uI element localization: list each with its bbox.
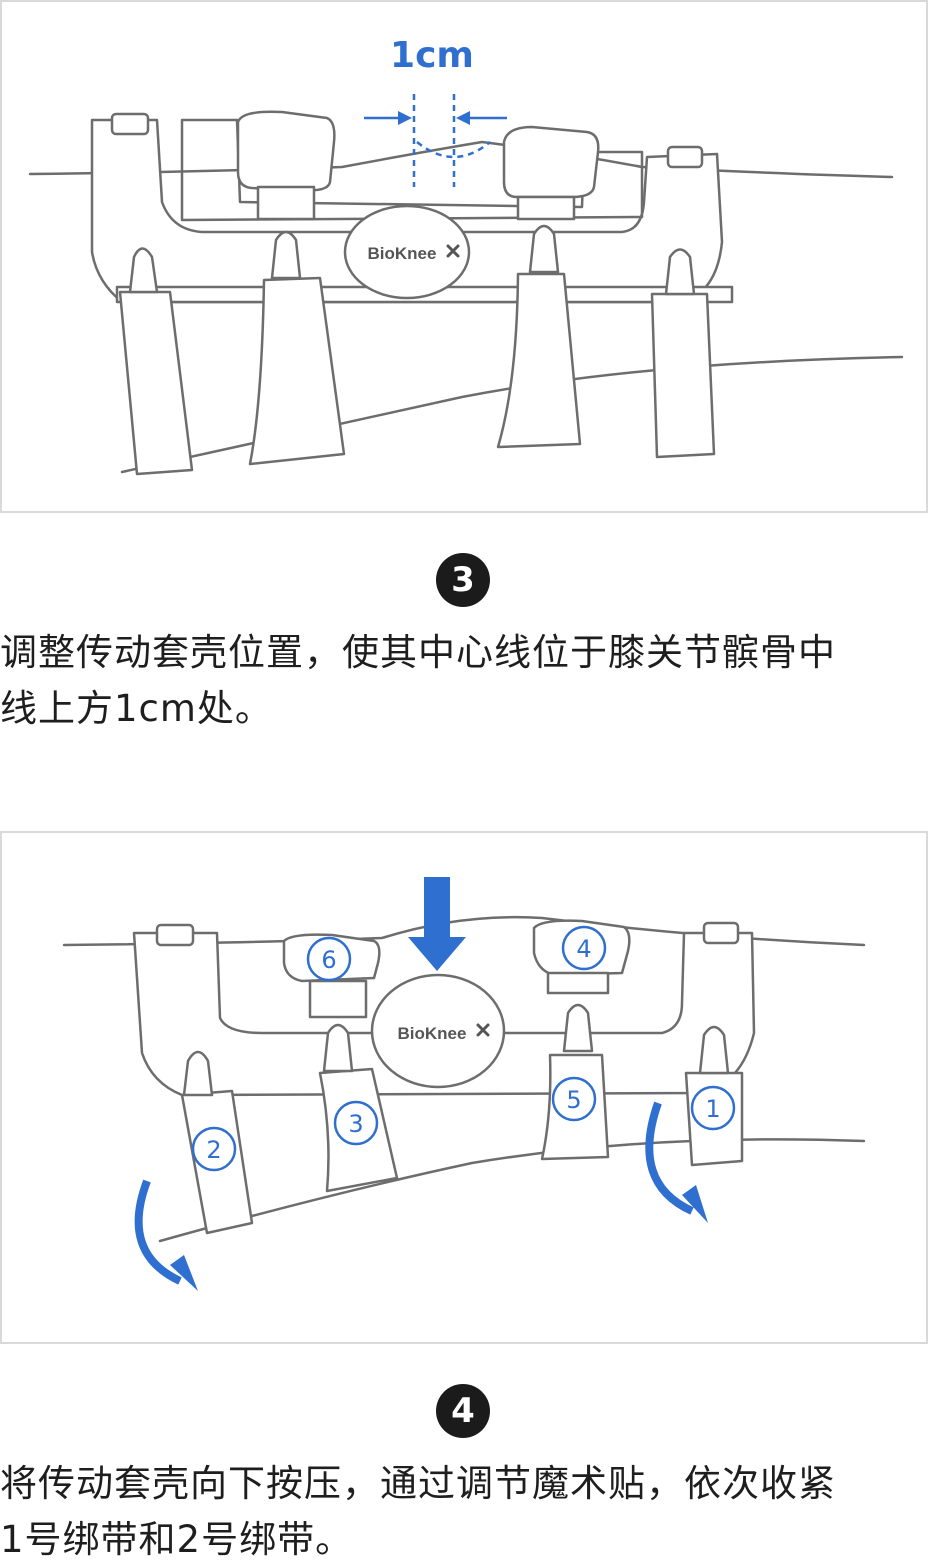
bioknee-housing — [343, 204, 471, 300]
strap-1 — [118, 290, 194, 476]
buckle-4 — [664, 248, 696, 296]
label-5: 5 — [551, 1076, 597, 1122]
caption-line: 将传动套壳向下按压，通过调节魔术贴，依次收紧 — [0, 1462, 836, 1505]
cuff-neck-right — [516, 195, 576, 221]
clip-top-right — [666, 145, 704, 169]
step4-illustration: BioKnee 1 2 3 — [0, 831, 928, 1344]
strap-4 — [650, 292, 716, 459]
svg-text:4: 4 — [576, 935, 591, 963]
logo-text: BioKnee — [398, 1024, 467, 1043]
clip-top-left — [155, 923, 195, 947]
cuff-neck-left — [308, 979, 368, 1019]
label-2: 2 — [191, 1126, 237, 1172]
cuff-neck-left — [256, 185, 316, 221]
upper-cuff-left — [236, 110, 336, 192]
knee-brace-diagram-4: BioKnee 1 2 3 — [62, 877, 866, 1291]
clip-top-left — [110, 112, 150, 136]
caption-line: 1号绑带和2号绑带。 — [0, 1518, 354, 1561]
buckle-5 — [562, 1003, 594, 1053]
strap-2 — [248, 276, 346, 466]
label-1: 1 — [690, 1085, 736, 1131]
buckle-2 — [182, 1050, 214, 1097]
upper-cuff-right — [502, 125, 600, 199]
strap-3 — [496, 272, 582, 449]
svg-text:5: 5 — [566, 1086, 581, 1114]
logo-text: BioKnee — [368, 244, 437, 263]
cuff-neck-right — [546, 971, 610, 995]
step-badge-4: 4 — [436, 1384, 490, 1438]
label-4: 4 — [561, 925, 607, 971]
label-6: 6 — [306, 936, 352, 982]
buckle-3 — [322, 1023, 354, 1073]
caption-line: 线上方1cm处。 — [0, 687, 273, 730]
measure-label: 1cm — [390, 35, 474, 76]
step3-caption: 调整传动套壳位置，使其中心线位于膝关节髌骨中 线上方1cm处。 — [0, 625, 930, 737]
press-arrow-head — [408, 937, 466, 971]
caption-line: 调整传动套壳位置，使其中心线位于膝关节髌骨中 — [0, 631, 836, 674]
bioknee-housing — [370, 973, 506, 1089]
label-3: 3 — [333, 1100, 379, 1146]
buckle-3 — [528, 224, 560, 274]
step4-caption: 将传动套壳向下按压，通过调节魔术贴，依次收紧 1号绑带和2号绑带。 — [0, 1456, 930, 1568]
buckle-1 — [128, 247, 159, 294]
step3-illustration: BioKnee 1cm — [0, 0, 928, 513]
svg-text:1: 1 — [705, 1095, 720, 1123]
press-arrow-shaft — [424, 877, 450, 939]
step-badge-3: 3 — [436, 553, 490, 607]
svg-text:3: 3 — [348, 1110, 363, 1138]
buckle-2 — [270, 230, 302, 280]
knee-brace-diagram-3: BioKnee 1cm — [28, 35, 904, 476]
buckle-1 — [698, 1025, 730, 1075]
svg-text:6: 6 — [321, 946, 336, 974]
svg-text:2: 2 — [206, 1136, 221, 1164]
clip-top-right — [702, 921, 740, 945]
